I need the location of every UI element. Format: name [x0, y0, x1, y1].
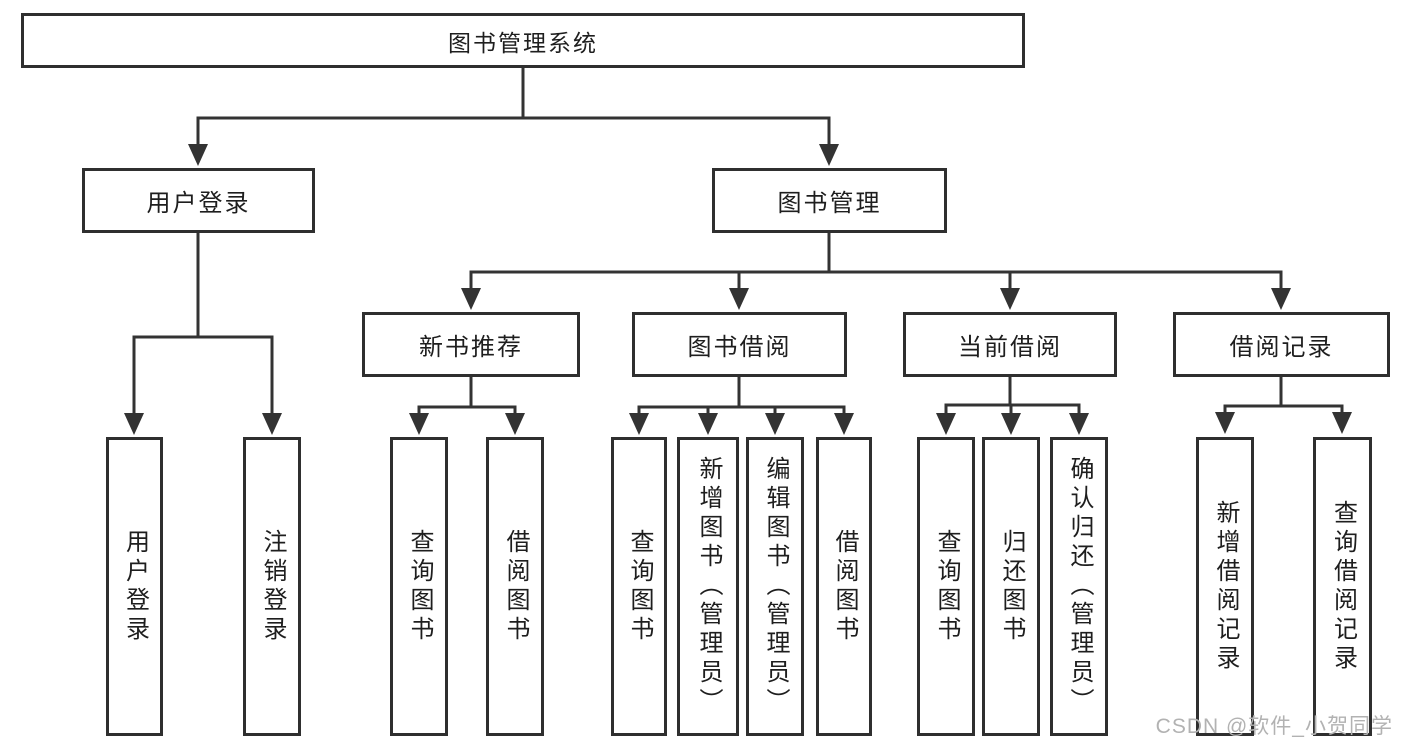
leaf-user-login-label: 用户登录	[121, 528, 149, 645]
node-library-system: 图书管理系统	[21, 13, 1025, 68]
leaf-query-borrow-record-label: 查询借阅记录	[1329, 499, 1357, 674]
leaf-add-borrow-record-label: 新增借阅记录	[1212, 499, 1239, 674]
csdn-watermark: CSDN @软件_小贺同学	[1155, 715, 1393, 738]
leaf-add-books-admin: 新增图书（管理员）	[677, 437, 739, 736]
node-book-management: 图书管理	[712, 168, 947, 233]
leaf-query-books-2: 查询图书	[611, 437, 667, 736]
leaf-confirm-return-admin-label: 确认归还（管理员）	[1066, 456, 1093, 717]
leaf-query-borrow-record: 查询借阅记录	[1313, 437, 1372, 736]
leaf-query-books-1-label: 查询图书	[406, 528, 433, 645]
leaf-query-books-3: 查询图书	[917, 437, 975, 736]
leaf-logout-label: 注销登录	[259, 528, 286, 645]
node-new-book-recommend: 新书推荐	[362, 312, 580, 377]
leaf-edit-books-admin: 编辑图书（管理员）	[746, 437, 804, 736]
leaf-user-login: 用户登录	[106, 437, 163, 736]
leaf-query-books-2-label: 查询图书	[626, 528, 653, 645]
node-library-system-label: 图书管理系统	[448, 29, 598, 56]
leaf-add-books-admin-label: 新增图书（管理员）	[695, 456, 722, 717]
leaf-borrow-books-1: 借阅图书	[486, 437, 544, 736]
leaf-logout: 注销登录	[243, 437, 301, 736]
leaf-return-books-label: 归还图书	[998, 528, 1025, 645]
node-current-borrowing: 当前借阅	[903, 312, 1117, 377]
node-new-book-recommend-label: 新书推荐	[419, 334, 523, 361]
node-borrowing-records: 借阅记录	[1173, 312, 1390, 377]
node-current-borrowing-label: 当前借阅	[958, 334, 1062, 361]
node-book-management-label: 图书管理	[777, 190, 882, 217]
node-book-borrowing: 图书借阅	[632, 312, 847, 377]
leaf-confirm-return-admin: 确认归还（管理员）	[1050, 437, 1108, 736]
node-borrowing-records-label: 借阅记录	[1229, 334, 1334, 361]
leaf-query-books-3-label: 查询图书	[933, 528, 960, 645]
leaf-query-books-1: 查询图书	[390, 437, 448, 736]
leaf-edit-books-admin-label: 编辑图书（管理员）	[762, 456, 789, 717]
leaf-borrow-books-1-label: 借阅图书	[502, 528, 529, 645]
node-user-login-label: 用户登录	[146, 190, 251, 217]
leaf-borrow-books-2: 借阅图书	[816, 437, 872, 736]
leaf-borrow-books-2-label: 借阅图书	[831, 528, 858, 645]
node-book-borrowing-label: 图书借阅	[687, 334, 792, 361]
leaf-return-books: 归还图书	[982, 437, 1040, 736]
node-user-login: 用户登录	[82, 168, 315, 233]
leaf-add-borrow-record: 新增借阅记录	[1196, 437, 1254, 736]
